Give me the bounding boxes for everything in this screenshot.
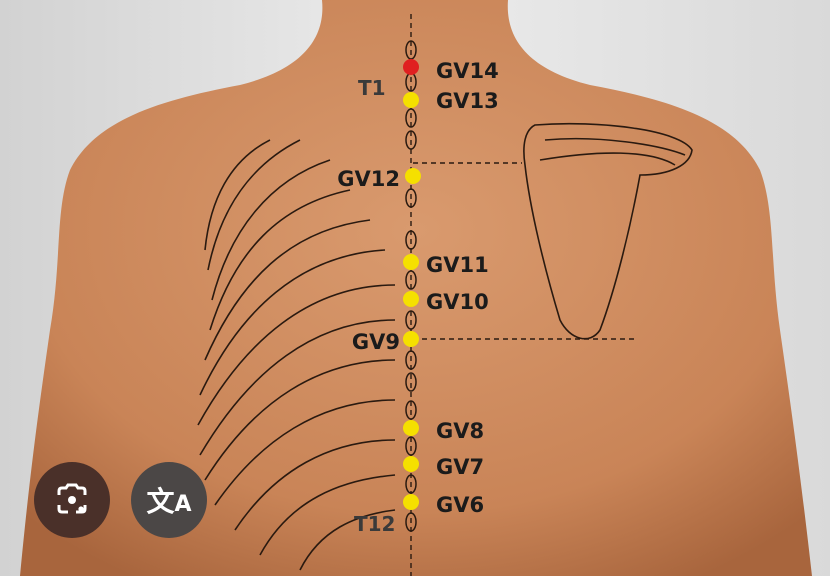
acupoint-label: GV8	[436, 419, 484, 443]
acupoint-gv8	[403, 420, 419, 436]
acupoint-gv10	[403, 291, 419, 307]
acupoint-gv11	[403, 254, 419, 270]
translate-button[interactable]: 文A	[131, 462, 207, 538]
back-body	[20, 0, 812, 576]
acupoint-gv13	[403, 92, 419, 108]
acupoint-label: GV9	[352, 330, 400, 354]
acupoint-gv12	[405, 168, 421, 184]
acupoint-label: GV11	[426, 253, 489, 277]
vertebra-label-t12: T12	[354, 512, 395, 536]
acupoint-label: GV10	[426, 290, 489, 314]
acupoint-gv7	[403, 456, 419, 472]
acupoint-label: GV6	[436, 493, 484, 517]
acupoint-gv9	[403, 331, 419, 347]
vertebra-label-t1: T1	[358, 76, 386, 100]
scapula	[523, 122, 693, 340]
acupoint-gv14	[403, 59, 419, 75]
acupoint-label: GV12	[337, 167, 400, 191]
translate-icon: 文A	[146, 485, 192, 518]
rib-cage-lines	[197, 139, 396, 571]
acupoint-gv6	[403, 494, 419, 510]
lens-camera-icon	[57, 483, 87, 514]
google-lens-button[interactable]	[34, 462, 110, 538]
acupoint-label: GV13	[436, 89, 499, 113]
acupoint-label: GV7	[436, 455, 484, 479]
acupoint-label: GV14	[436, 59, 499, 83]
